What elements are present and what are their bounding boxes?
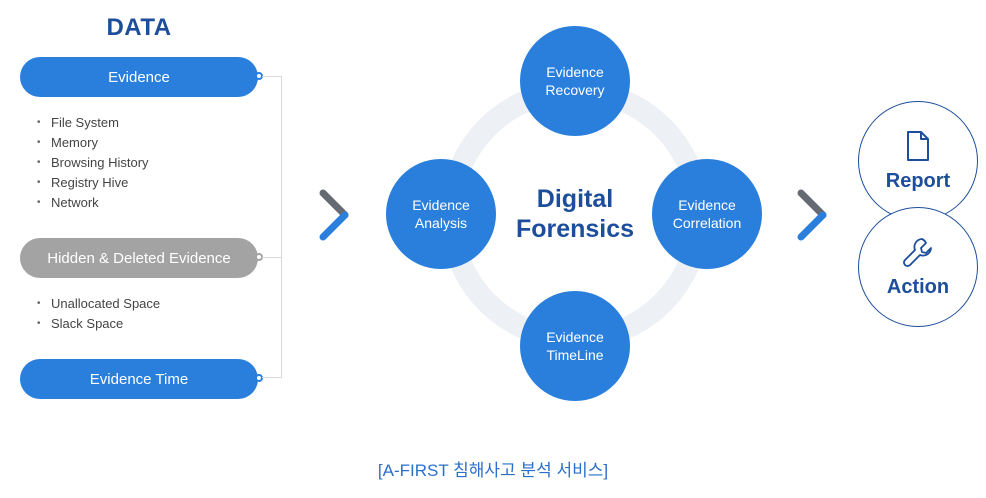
title-line: Digital bbox=[536, 185, 614, 213]
chevron-right-icon bbox=[797, 189, 827, 241]
chevron-right-icon bbox=[319, 189, 349, 241]
node-line: Evidence bbox=[678, 197, 736, 213]
list-item: Registry Hive bbox=[37, 173, 149, 193]
list-item: Slack Space bbox=[37, 314, 160, 334]
evidence-time-pill: Evidence Time bbox=[20, 359, 258, 399]
report-label: Report bbox=[885, 169, 951, 192]
list-item: Browsing History bbox=[37, 153, 149, 173]
title-line: Forensics bbox=[515, 215, 635, 243]
hidden-evidence-list: Unallocated Space Slack Space bbox=[37, 294, 160, 334]
list-item: Memory bbox=[37, 133, 149, 153]
node-line: Evidence bbox=[412, 197, 470, 213]
caption: [A-FIRST 침해사고 분석 서비스] bbox=[377, 461, 609, 480]
document-icon bbox=[907, 130, 929, 161]
list-item: File System bbox=[37, 113, 149, 133]
wrench-icon bbox=[903, 237, 932, 267]
digital-forensics-title: Digital Forensics bbox=[500, 184, 650, 244]
node-line: Recovery bbox=[545, 82, 605, 98]
evidence-time-connector-dot bbox=[255, 374, 263, 382]
evidence-list: File System Memory Browsing History Regi… bbox=[37, 113, 149, 213]
node-line: Evidence bbox=[546, 64, 604, 80]
evidence-label: Evidence bbox=[108, 68, 170, 86]
action-circle: Action bbox=[858, 207, 978, 327]
node-line: Correlation bbox=[672, 215, 742, 231]
bracket-middle-line bbox=[262, 257, 282, 258]
node-line: TimeLine bbox=[546, 347, 604, 363]
node-line: Analysis bbox=[414, 215, 468, 231]
hidden-deleted-evidence-label: Hidden & Deleted Evidence bbox=[47, 249, 231, 267]
data-title: DATA bbox=[106, 14, 172, 41]
report-circle: Report bbox=[858, 101, 978, 221]
list-item: Unallocated Space bbox=[37, 294, 160, 314]
hidden-deleted-evidence-pill: Hidden & Deleted Evidence bbox=[20, 238, 258, 278]
evidence-time-label: Evidence Time bbox=[89, 370, 189, 388]
bracket-connector bbox=[262, 76, 282, 378]
list-item: Network bbox=[37, 193, 149, 213]
node-line: Evidence bbox=[546, 329, 604, 345]
evidence-pill: Evidence bbox=[20, 57, 258, 97]
action-label: Action bbox=[886, 275, 950, 298]
